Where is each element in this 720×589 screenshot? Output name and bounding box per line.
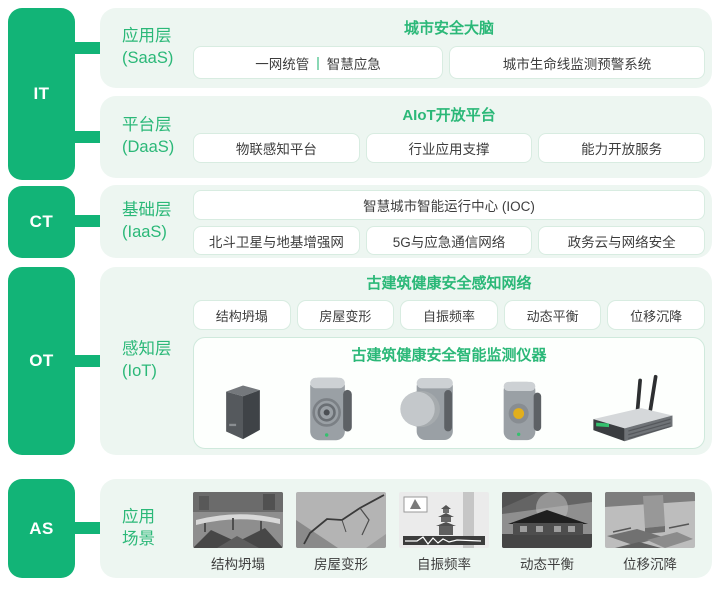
house-balance-photo [502, 492, 592, 548]
rail-block-it: IT [8, 8, 75, 180]
rail-label-ct: CT [29, 212, 54, 231]
ring-sensor-icon [305, 371, 357, 447]
infrastructure-layer-label: 基础层 (IaaS) [100, 185, 193, 258]
scenario-dynamic-balance: 动态平衡 [502, 492, 592, 573]
rail-label-it: IT [33, 84, 50, 103]
infrastructure-boxes: 北斗卫星与地基增强网 5G与应急通信网络 政务云与网络安全 [193, 226, 706, 255]
perception-chips: 结构坍塌 房屋变形 自振频率 动态平衡 位移沉降 [193, 300, 705, 330]
box-beidou-network: 北斗卫星与地基增强网 [193, 226, 360, 255]
layer-abbr: (DaaS) [122, 138, 175, 156]
platform-layer-content: AIoT开放平台 物联感知平台 行业应用支撑 能力开放服务 [193, 96, 712, 178]
bridge-collapse-photo [193, 492, 283, 548]
layer-abbr: (IoT) [122, 362, 157, 380]
box-industry-application: 行业应用支撑 [365, 133, 533, 163]
card-platform-layer: 平台层 (DaaS) AIoT开放平台 物联感知平台 行业应用支撑 能力开放服务 [100, 96, 712, 178]
connector-it-application [71, 42, 103, 54]
chip-natural-frequency: 自振频率 [400, 300, 498, 330]
label-line2: 场景 [122, 529, 155, 548]
dark-sensor-box-icon [220, 373, 266, 447]
separator: | [316, 55, 320, 70]
card-infrastructure-layer: 基础层 (IaaS) 智慧城市智能运行中心 (IOC) 北斗卫星与地基增强网 5… [100, 185, 712, 258]
perception-layer-title: 古建筑健康安全感知网络 [366, 275, 532, 292]
disc-sensor-icon [396, 371, 458, 447]
connector-it-platform [71, 131, 103, 143]
perception-layer-content: 古建筑健康安全感知网络 结构坍塌 房屋变形 自振频率 动态平衡 位移沉降 古建筑… [193, 267, 712, 455]
box-ioc-center: 智慧城市智能运行中心 (IOC) [193, 190, 705, 220]
device-images [194, 365, 704, 447]
gateway-router-icon [586, 371, 678, 447]
box-lifeline-monitoring: 城市生命线监测预警系统 [449, 46, 705, 79]
chip-structure-collapse: 结构坍塌 [193, 300, 291, 330]
rail-block-as: AS [8, 479, 75, 578]
application-boxes: 一网统管 | 智慧应急 城市生命线监测预警系统 [193, 46, 705, 79]
connector-as-scenarios [71, 522, 103, 534]
card-application-scenarios: 应用 场景 [100, 479, 712, 578]
box-gov-cloud-security: 政务云与网络安全 [538, 226, 706, 255]
scenario-caption: 动态平衡 [520, 557, 574, 572]
connector-ct-infrastructure [71, 215, 103, 227]
connector-ot-perception [71, 355, 103, 367]
scenario-caption: 结构坍塌 [211, 557, 265, 572]
scenario-displacement-settlement: 位移沉降 [605, 492, 695, 573]
scenarios-content: 结构坍塌 房屋变形 [193, 479, 712, 578]
scenario-house-deformation: 房屋变形 [296, 492, 386, 573]
chip-house-deformation: 房屋变形 [296, 300, 395, 330]
box-5g-network: 5G与应急通信网络 [365, 226, 533, 255]
rail-label-ot: OT [29, 351, 54, 370]
scenario-structure-collapse: 结构坍塌 [193, 492, 283, 573]
box-text: 一网统管 [255, 56, 310, 72]
wall-crack-photo [296, 492, 386, 548]
box-iot-perception-platform: 物联感知平台 [193, 133, 360, 163]
platform-layer-title: AIoT开放平台 [402, 107, 496, 124]
card-perception-layer: 感知层 (IoT) 古建筑健康安全感知网络 结构坍塌 房屋变形 自振频率 动态平… [100, 267, 712, 455]
application-layer-content: 城市安全大脑 一网统管 | 智慧应急 城市生命线监测预警系统 [193, 8, 712, 88]
scenario-caption: 位移沉降 [623, 557, 677, 572]
scenarios-label: 应用 场景 [100, 479, 193, 578]
perception-layer-label: 感知层 (IoT) [100, 267, 193, 455]
layer-abbr: (SaaS) [122, 49, 174, 67]
application-layer-label: 应用层 (SaaS) [100, 8, 193, 88]
foundation-settlement-photo [605, 492, 695, 548]
infrastructure-layer-content: 智慧城市智能运行中心 (IOC) 北斗卫星与地基增强网 5G与应急通信网络 政务… [193, 185, 712, 258]
scenario-natural-frequency: 自振频率 [399, 492, 489, 573]
monitoring-devices-box: 古建筑健康安全智能监测仪器 [193, 337, 705, 449]
vibration-frequency-diagram-photo [399, 492, 489, 548]
platform-layer-label: 平台层 (DaaS) [100, 96, 193, 178]
device-box-title: 古建筑健康安全智能监测仪器 [351, 347, 547, 364]
rail-block-ct: CT [8, 186, 75, 258]
box-city-management: 一网统管 | 智慧应急 [193, 46, 443, 79]
layer-name: 基础层 [122, 200, 172, 219]
layer-name: 感知层 [122, 340, 172, 359]
scenario-caption: 房屋变形 [314, 557, 368, 572]
rail-block-ot: OT [8, 267, 75, 455]
chip-dynamic-balance: 动态平衡 [503, 300, 602, 330]
card-application-layer: 应用层 (SaaS) 城市安全大脑 一网统管 | 智慧应急 城市生命线监测预警系… [100, 8, 712, 88]
chip-displacement-settlement: 位移沉降 [607, 300, 705, 330]
scenario-figures: 结构坍塌 房屋变形 [193, 492, 705, 573]
layer-name: 应用层 [122, 27, 172, 46]
label-line1: 应用 [122, 507, 155, 526]
application-layer-title: 城市安全大脑 [403, 20, 494, 37]
scenario-caption: 自振频率 [417, 557, 471, 572]
layer-name: 平台层 [122, 116, 172, 135]
yellow-dot-sensor-icon [497, 375, 547, 447]
box-text: 智慧应急 [326, 56, 381, 72]
layer-abbr: (IaaS) [122, 222, 167, 241]
platform-boxes: 物联感知平台 行业应用支撑 能力开放服务 [193, 133, 706, 163]
box-open-capability: 能力开放服务 [538, 133, 706, 163]
rail-label-as: AS [29, 518, 54, 538]
